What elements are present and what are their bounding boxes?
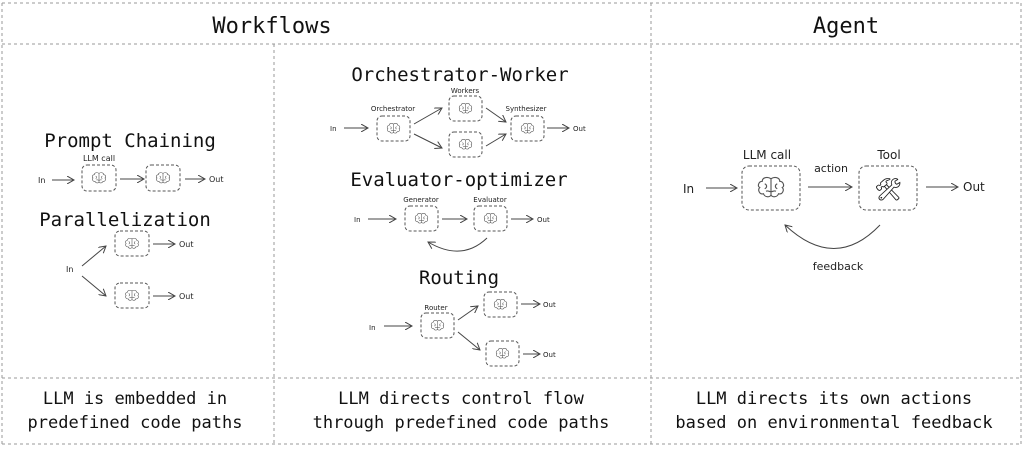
- caption-middle-line1: LLM directs control flow: [338, 389, 584, 409]
- out-label: Out: [179, 292, 194, 301]
- caption-right-line1: LLM directs its own actions: [696, 389, 972, 409]
- workflows-header: Workflows: [212, 14, 331, 39]
- workers-label: Workers: [451, 87, 480, 95]
- arrow: [413, 108, 442, 125]
- feedback-label: feedback: [813, 260, 864, 273]
- arrow: [457, 331, 480, 350]
- parallelization-title: Parallelization: [39, 209, 211, 231]
- routing-title: Routing: [419, 267, 499, 289]
- router-label: Router: [424, 304, 447, 312]
- arrow: [81, 275, 106, 296]
- agent-diagram: In LLM call action Tool 🛠 Out feedback: [683, 148, 985, 273]
- parallelization-diagram: Parallelization In Out Out: [39, 209, 211, 309]
- caption-middle-line2: through predefined code paths: [313, 413, 610, 433]
- routing-diagram: Routing In Router Out Out: [369, 267, 556, 367]
- in-label: In: [66, 265, 73, 274]
- evaluator-label: Evaluator: [473, 196, 507, 204]
- captions: LLM is embedded in predefined code paths…: [28, 389, 993, 433]
- synthesizer-label: Synthesizer: [506, 105, 547, 113]
- action-label: action: [814, 162, 848, 175]
- out-label: Out: [543, 301, 556, 309]
- in-label: In: [330, 125, 337, 133]
- agent-out-label: Out: [963, 180, 985, 194]
- orchestrator-worker-title: Orchestrator-Worker: [351, 64, 568, 86]
- agent-header: Agent: [813, 14, 879, 39]
- out-label: Out: [543, 351, 556, 359]
- generator-label: Generator: [403, 196, 439, 204]
- tool-node: [858, 165, 918, 211]
- evaluator-optimizer-diagram: Evaluator-optimizer In Generator Evaluat…: [350, 169, 568, 252]
- in-label: In: [354, 216, 361, 224]
- caption-left-line2: predefined code paths: [28, 413, 243, 433]
- out-label: Out: [209, 175, 224, 184]
- tool-label: Tool: [876, 148, 900, 162]
- evaluator-optimizer-title: Evaluator-optimizer: [350, 169, 567, 191]
- caption-right-line2: based on environmental feedback: [675, 413, 992, 433]
- feedback-arrow: [785, 225, 881, 249]
- agent-in-label: In: [683, 182, 694, 196]
- caption-left-line1: LLM is embedded in: [43, 389, 227, 409]
- out-label: Out: [573, 125, 586, 133]
- llm-call-label: LLM call: [83, 154, 115, 163]
- arrow: [413, 133, 442, 148]
- orchestrator-label: Orchestrator: [371, 105, 415, 113]
- hammer-wrench-icon: 🛠: [874, 178, 902, 203]
- feedback-arrow: [428, 237, 488, 252]
- arrow: [485, 107, 506, 122]
- out-label: Out: [179, 240, 194, 249]
- out-label: Out: [537, 216, 550, 224]
- arrow: [81, 246, 106, 267]
- prompt-chaining-title: Prompt Chaining: [44, 130, 216, 152]
- prompt-chaining-diagram: Prompt Chaining In LLM call Out: [38, 130, 224, 192]
- in-label: In: [38, 176, 45, 185]
- arrow: [485, 134, 506, 147]
- orchestrator-worker-diagram: Orchestrator-Worker In Orchestrator Work…: [330, 64, 586, 158]
- arrow: [457, 306, 478, 321]
- section-frames: [1, 2, 1022, 445]
- agent-llm-call-label: LLM call: [743, 148, 791, 162]
- in-label: In: [369, 324, 376, 332]
